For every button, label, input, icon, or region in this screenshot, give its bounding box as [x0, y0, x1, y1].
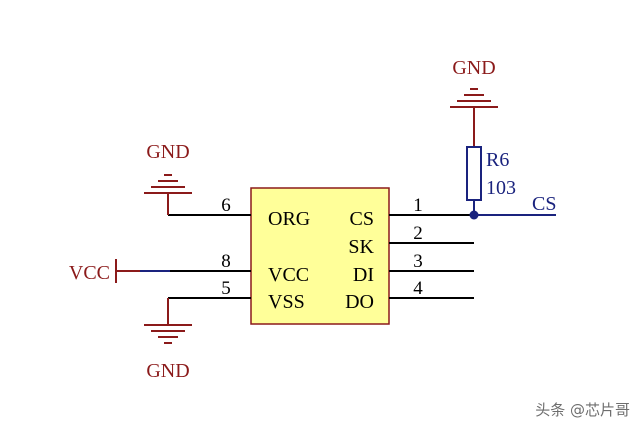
- cs-net-label: CS: [532, 193, 556, 215]
- pin-label-vss: VSS: [268, 291, 305, 313]
- pin-number-5: 5: [221, 278, 231, 299]
- pin-number-6: 6: [221, 195, 231, 216]
- resistor-body: [466, 146, 482, 201]
- resistor-designator: R6: [486, 149, 509, 171]
- vcc-symbol: [115, 259, 170, 283]
- watermark-text: 头条 @芯片哥: [535, 401, 630, 419]
- ic-body: [250, 187, 390, 325]
- pin-number-8: 8: [221, 251, 231, 272]
- pin-number-2: 2: [413, 223, 423, 244]
- pin-label-di: DI: [353, 264, 374, 286]
- gnd-symbol-vss: [144, 298, 192, 344]
- pin-label-do: DO: [345, 291, 374, 313]
- gnd-label-vss: GND: [146, 360, 189, 382]
- gnd-label-org: GND: [146, 141, 189, 163]
- gnd-label-top: GND: [452, 57, 495, 79]
- pin-number-3: 3: [413, 251, 423, 272]
- pin-label-vcc: VCC: [268, 264, 309, 286]
- vcc-label: VCC: [69, 262, 110, 284]
- gnd-symbol-top: [450, 88, 498, 108]
- resistor-value: 103: [486, 177, 516, 199]
- pin-label-cs: CS: [350, 208, 374, 230]
- gnd-symbol-org: [144, 174, 192, 215]
- pin-number-1: 1: [413, 195, 423, 216]
- pin-label-org: ORG: [268, 208, 310, 230]
- pin-label-sk: SK: [348, 236, 374, 258]
- pin-number-4: 4: [413, 278, 423, 299]
